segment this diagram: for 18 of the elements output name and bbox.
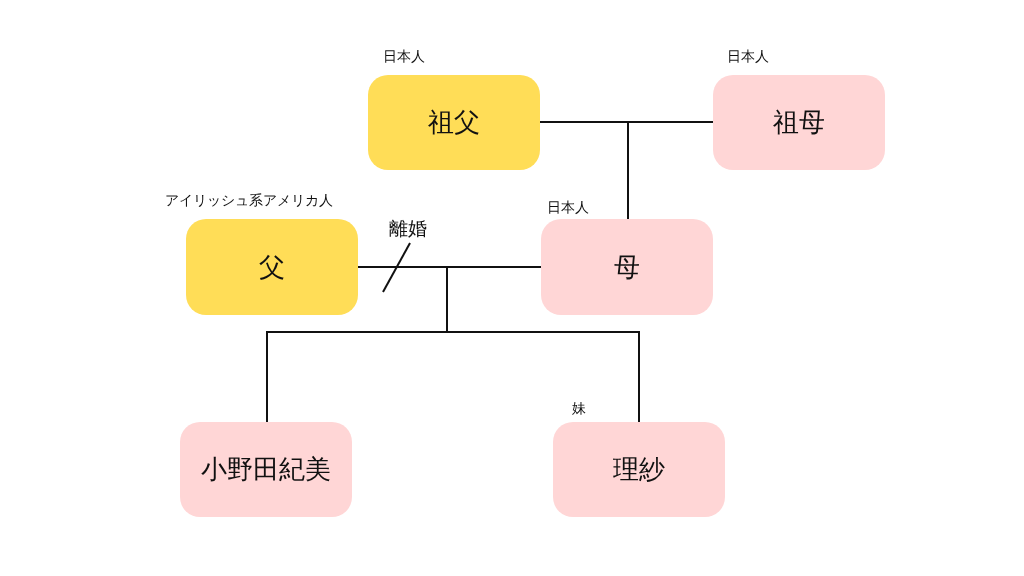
- connector-line: [627, 121, 714, 220]
- person-box: [553, 422, 725, 517]
- person-name: 祖父: [428, 106, 480, 139]
- person-note: 日本人: [547, 199, 589, 217]
- person-name: 小野田紀美: [201, 453, 331, 486]
- person-note: 妹: [572, 400, 586, 418]
- person-box: [180, 422, 352, 517]
- person-name: 母: [614, 250, 640, 284]
- person-name: 祖母: [773, 106, 825, 139]
- person-name: 理紗: [613, 453, 665, 486]
- person-note: 日本人: [383, 48, 425, 66]
- person-box: [713, 75, 885, 170]
- person-note: アイリッシュ系アメリカ人: [165, 192, 333, 210]
- person-box: [368, 75, 540, 170]
- person-box: [541, 219, 713, 315]
- person-note: 日本人: [727, 48, 769, 66]
- person-box: [186, 219, 358, 315]
- person-name: 父: [259, 250, 285, 284]
